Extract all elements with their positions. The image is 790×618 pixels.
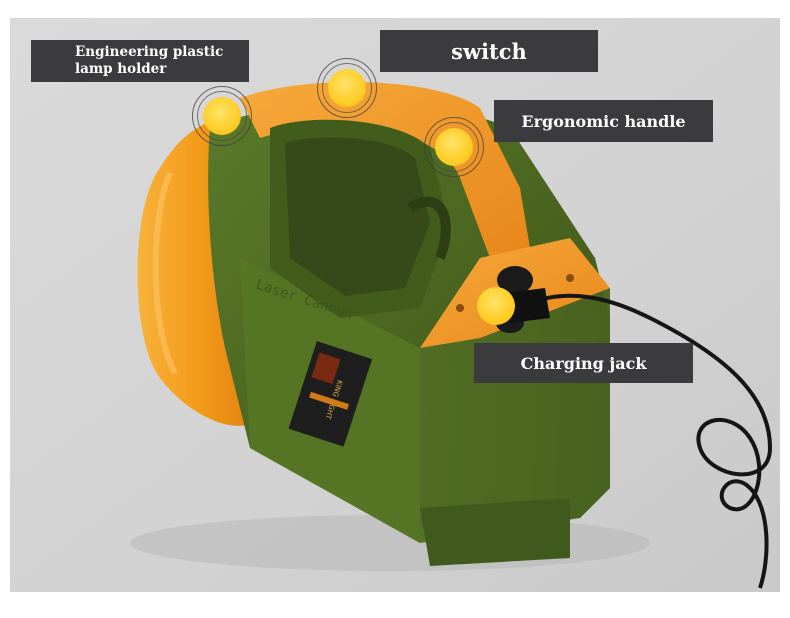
lamp-holder-label: Engineering plastic lamp holder	[31, 40, 249, 82]
target-dot-icon	[477, 287, 515, 325]
brand-sticker: KING LIGHT	[288, 341, 373, 447]
target-dot-icon	[435, 128, 473, 166]
switch-label: switch	[380, 30, 598, 72]
target-dot-icon	[203, 97, 241, 135]
charging-jack-hotspot[interactable]	[466, 276, 526, 336]
charging-jack-label: Charging jack	[474, 343, 693, 383]
handle-hotspot[interactable]	[424, 117, 484, 177]
lamp-holder-label-text: Engineering plastic lamp holder	[75, 44, 224, 77]
handle-label-text: Ergonomic handle	[521, 111, 686, 131]
target-dot-icon	[328, 69, 366, 107]
switch-hotspot[interactable]	[317, 58, 377, 118]
charging-jack-label-text: Charging jack	[520, 353, 647, 373]
handle-label: Ergonomic handle	[494, 100, 713, 142]
switch-label-text: switch	[451, 38, 527, 64]
lamp-holder-hotspot[interactable]	[192, 86, 252, 146]
charging-cable	[529, 293, 773, 589]
